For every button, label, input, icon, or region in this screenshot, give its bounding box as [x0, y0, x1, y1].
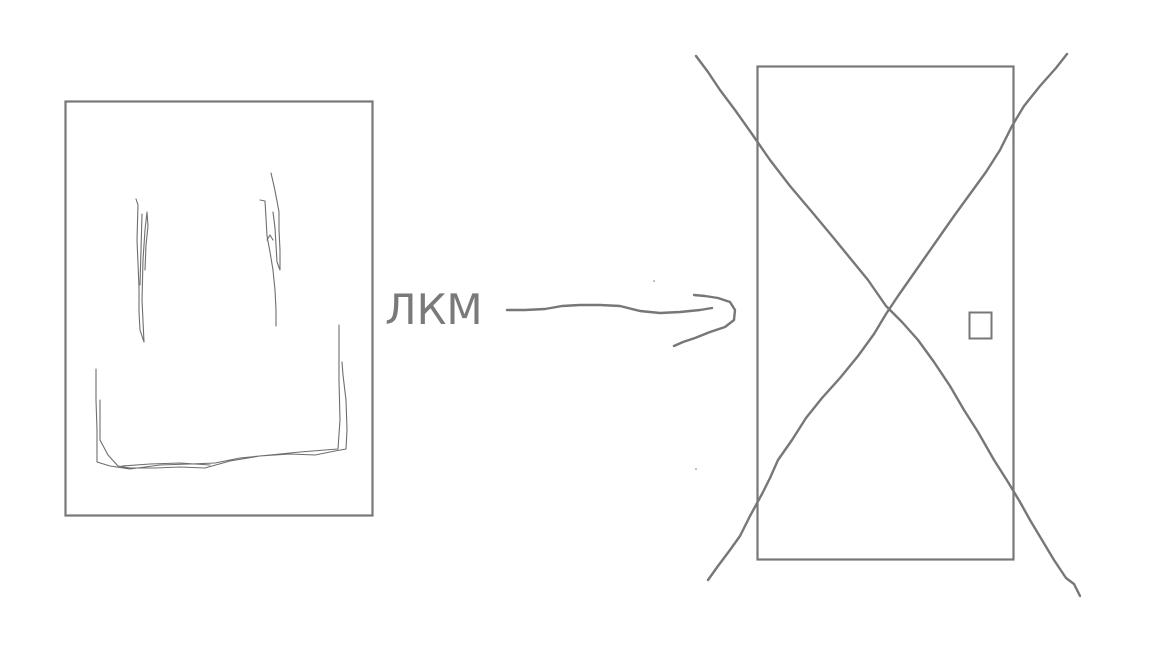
speck [653, 280, 655, 282]
mouth-sketch [95, 324, 348, 470]
action-label: ЛКМ [385, 285, 483, 334]
speck [695, 468, 697, 470]
right-eye-sketch [259, 172, 281, 327]
arrow-head [672, 293, 737, 348]
before-panel [64, 100, 374, 517]
handle-square [968, 311, 993, 340]
cross-line-1 [694, 54, 1082, 598]
cross-line-2 [706, 52, 1069, 582]
left-eye-sketch [135, 198, 149, 343]
after-panel [694, 52, 1082, 598]
after-frame [756, 65, 1015, 561]
arrow-shaft [505, 303, 714, 315]
before-frame [64, 100, 374, 517]
